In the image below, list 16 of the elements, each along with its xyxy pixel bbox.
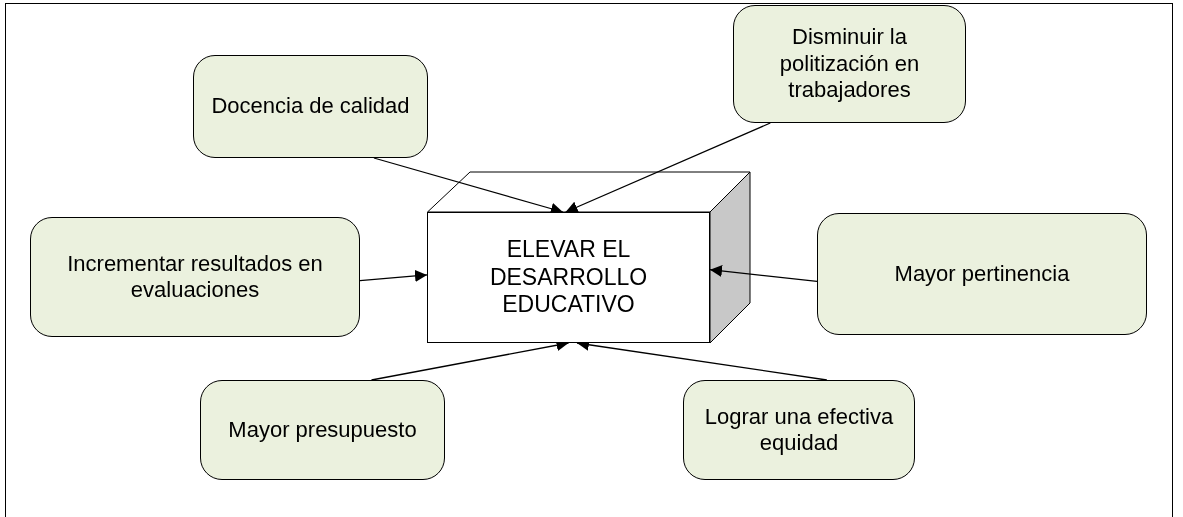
node-text: ELEVAR EL DESARROLLO EDUCATIVO [488, 236, 649, 319]
node-text: Mayor presupuesto [228, 416, 417, 444]
node-text: Docencia de calidad [211, 93, 410, 120]
node-text: Lograr una efectiva equidad [703, 403, 895, 457]
arrow [565, 122, 771, 213]
arrow [359, 269, 428, 282]
rounded-box [193, 55, 428, 158]
rounded-box [200, 380, 445, 480]
node-text: Incrementar resultados en evaluaciones [66, 250, 324, 304]
node-text: Disminuir la politización en trabajadores [778, 24, 921, 104]
arrow [709, 265, 818, 282]
rounded-box [30, 217, 360, 337]
rounded-box [733, 5, 966, 123]
rounded-box [683, 380, 915, 480]
node-text: Mayor pertinencia [894, 260, 1070, 288]
rounded-box [817, 213, 1147, 335]
